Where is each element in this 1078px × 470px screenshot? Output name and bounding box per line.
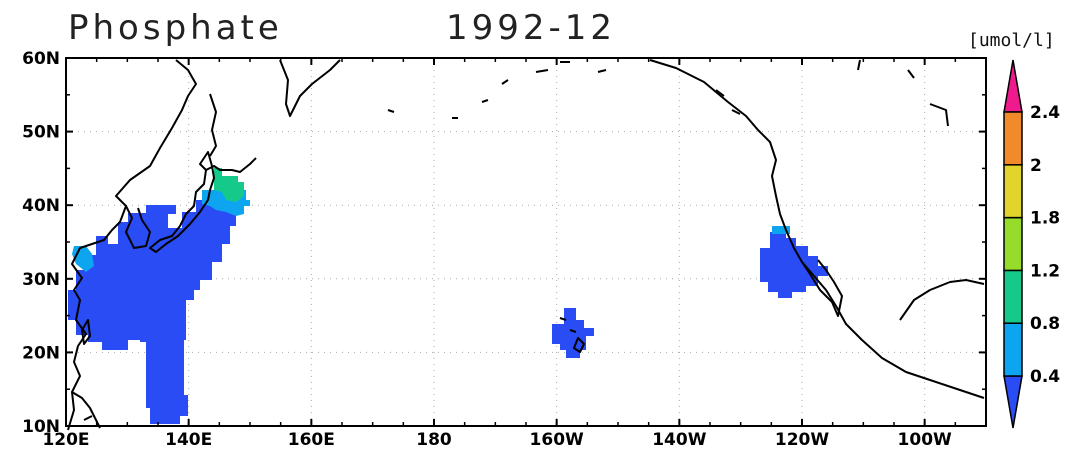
field-hokkaido-green [214, 168, 244, 202]
coast-mexico [899, 279, 985, 321]
lon-tick-label: 120E [42, 430, 89, 450]
lon-tick-label: 140E [165, 430, 212, 450]
colorbar-level-label: 0.4 [1030, 367, 1060, 387]
lat-tick-label: 50N [22, 123, 60, 143]
colorbar-level-label: 2.4 [1030, 103, 1060, 123]
units-label: [umol/l] [968, 30, 1055, 51]
colorbar-level-label: 1.8 [1030, 209, 1060, 229]
colorbar-level-label: 1.2 [1030, 261, 1060, 281]
colorbar-box [1003, 322, 1023, 377]
lon-tick-label: 180 [416, 430, 452, 450]
colorbar-level-label: 0.8 [1030, 314, 1060, 334]
coast-sakhalin [209, 93, 217, 157]
lon-tick-label: 160W [530, 430, 584, 450]
date-title: 1992-12 [446, 8, 617, 48]
colorbar-box [1003, 216, 1023, 272]
lat-tick-label: 60N [22, 49, 60, 69]
colorbar-box [1003, 164, 1023, 219]
lat-tick-label: 30N [22, 270, 60, 290]
lat-tick-label: 20N [22, 343, 60, 363]
coast-korea [125, 205, 151, 249]
lon-tick-label: 160E [288, 430, 335, 450]
colorbar-top-triangle [1003, 59, 1023, 113]
colorbar: 0.4 0.8 1.2 1.8 2 2.4 [1003, 59, 1060, 429]
coast-hokkaido [205, 157, 257, 173]
colorbar-level-label: 2 [1030, 156, 1042, 176]
field-hawaii [552, 308, 594, 358]
lon-tick-label: 140W [652, 430, 706, 450]
field-japan-sea [140, 244, 170, 268]
colorbar-bottom-triangle [1003, 375, 1023, 429]
coast-asia [67, 59, 197, 431]
coast-kamchatka [279, 59, 341, 117]
lat-tick-label: 40N [22, 196, 60, 216]
coast-north-america [649, 59, 985, 399]
coast-aleutians [387, 61, 607, 119]
lon-tick-label: 120W [775, 430, 829, 450]
colorbar-box [1003, 269, 1023, 324]
variable-title: Phosphate [68, 8, 283, 48]
field-california [760, 232, 828, 298]
coast-baja [801, 259, 843, 317]
phosphate-field [68, 168, 828, 424]
colorbar-box [1003, 111, 1023, 166]
lon-tick-label: 100W [898, 430, 952, 450]
coast-hawaii [559, 317, 585, 353]
coast-philippines [71, 391, 101, 429]
field-west-pacific [68, 200, 236, 424]
lat-tick-label: 10N [22, 417, 60, 437]
coastlines [67, 59, 985, 431]
map-axes: 120E 140E 160E 180 160W 140W 120W 100W 10N 20N 30N… [22, 49, 987, 450]
coast-alaska-islands [715, 59, 949, 127]
coast-japan [149, 151, 215, 253]
coast-taiwan [81, 319, 91, 345]
map-grid [66, 58, 986, 426]
